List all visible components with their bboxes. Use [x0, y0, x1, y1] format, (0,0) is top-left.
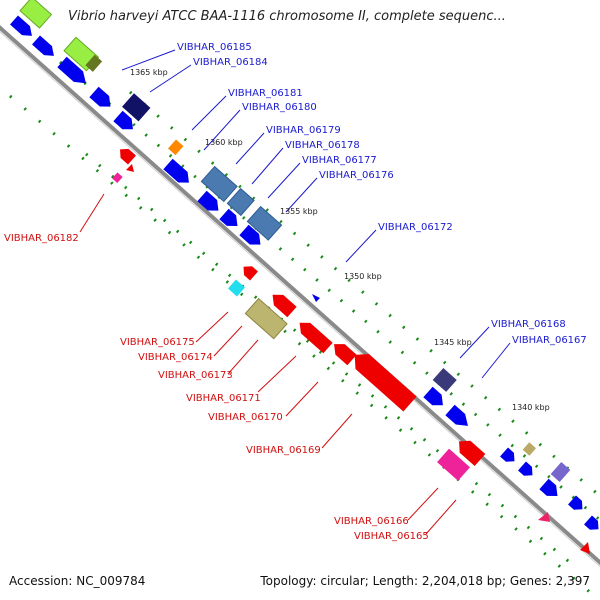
- reverse-label-leaders: [79, 193, 457, 535]
- chromosome-backbone: [0, 25, 600, 566]
- reverse-gene-arrow: [243, 266, 258, 281]
- gene-block: [19, 0, 53, 29]
- forward-gene-labels: VIBHAR_06185 VIBHAR_06184 VIBHAR_06181 V…: [177, 42, 587, 346]
- gene-label-reverse: VIBHAR_06174: [138, 352, 213, 363]
- forward-gene-arrow: [113, 110, 133, 130]
- forward-gene-arrow: [219, 208, 238, 226]
- gene-label-reverse: VIBHAR_06169: [246, 445, 321, 456]
- forward-gene-arrow: [500, 447, 515, 462]
- forward-gene-arrow: [10, 15, 32, 36]
- gene-label-reverse: VIBHAR_06170: [208, 412, 283, 423]
- reverse-gene-track: [112, 148, 590, 554]
- reverse-gene-arrow: [354, 354, 417, 412]
- gene-block: [244, 297, 288, 340]
- gene-block: [85, 54, 103, 72]
- gene-label-forward: VIBHAR_06172: [378, 222, 453, 233]
- forward-gene-arrow: [197, 190, 219, 211]
- gene-label-forward: VIBHAR_06168: [491, 319, 566, 330]
- gene-block: [226, 187, 255, 217]
- gene-label-forward: VIBHAR_06185: [177, 42, 252, 53]
- gene-block: [550, 462, 571, 482]
- reverse-gene-arrow: [459, 440, 486, 466]
- reverse-gene-arrow: [120, 148, 136, 165]
- forward-gene-arrow: [539, 478, 558, 496]
- gene-label-reverse: VIBHAR_06171: [186, 393, 261, 404]
- forward-gene-track: [10, 15, 599, 530]
- forward-gene-arrow: [423, 386, 443, 406]
- forward-label-leaders: [121, 49, 511, 379]
- forward-gene-arrow: [518, 461, 533, 476]
- position-ticks: 1365 kbp 1360 kbp 1355 kbp 1350 kbp 1345…: [130, 68, 550, 412]
- forward-gene-arrow: [445, 404, 468, 426]
- reverse-gene-arrow: [299, 322, 333, 354]
- gene-label-forward: VIBHAR_06179: [266, 125, 341, 136]
- gene-block: [200, 165, 238, 203]
- forward-gene-arrow: [584, 515, 599, 530]
- reverse-gene-arrow: [272, 294, 297, 318]
- gene-label-forward: VIBHAR_06176: [319, 170, 394, 181]
- gene-label-forward: VIBHAR_06178: [285, 140, 360, 151]
- genome-summary: Topology: circular; Length: 2,204,018 bp…: [260, 574, 590, 588]
- gene-label-reverse: VIBHAR_06173: [158, 370, 233, 381]
- reverse-gene-arrow: [334, 344, 357, 366]
- gene-block: [522, 442, 537, 456]
- gene-label-forward: VIBHAR_06177: [302, 155, 377, 166]
- reverse-gene-labels: VIBHAR_06182 VIBHAR_06175 VIBHAR_06174 V…: [4, 233, 429, 542]
- gene-block: [432, 368, 457, 392]
- gene-block: [228, 279, 245, 297]
- gene-label-forward: VIBHAR_06181: [228, 88, 303, 99]
- tick-label: 1340 kbp: [512, 403, 550, 412]
- gene-label-forward: VIBHAR_06180: [242, 102, 317, 113]
- forward-gene-arrow: [568, 495, 583, 510]
- forward-gene-arrow: [32, 35, 54, 56]
- gene-label-reverse: VIBHAR_06165: [354, 531, 429, 542]
- tick-label: 1365 kbp: [130, 68, 168, 77]
- tick-label: 1355 kbp: [280, 207, 318, 216]
- gene-label-reverse: VIBHAR_06182: [4, 233, 79, 244]
- accession-label: Accession: NC_009784: [9, 574, 146, 588]
- gene-block: [437, 448, 470, 481]
- gc-dot-track-outer: [9, 94, 593, 596]
- gene-label-forward: VIBHAR_06184: [193, 57, 268, 68]
- forward-gene-arrow: [57, 56, 86, 84]
- forward-gene-arrow: [89, 86, 111, 107]
- map-title: Vibrio harveyi ATCC BAA-1116 chromosome …: [68, 9, 506, 24]
- gene-label-forward: VIBHAR_06167: [512, 335, 587, 346]
- forward-gene-arrow: [312, 294, 320, 302]
- forward-outer-gene-track: [19, 0, 571, 482]
- forward-gene-arrow: [163, 158, 189, 183]
- reverse-gene-arrow: [580, 542, 590, 554]
- gene-label-reverse: VIBHAR_06175: [120, 337, 195, 348]
- reverse-gene-arrow: [538, 512, 550, 522]
- tick-label: 1350 kbp: [344, 272, 382, 281]
- chromosome-backbone-shadow: [0, 31, 600, 568]
- gene-label-reverse: VIBHAR_06166: [334, 516, 409, 527]
- gene-block: [112, 172, 123, 183]
- gene-block: [246, 205, 283, 241]
- gc-dot-track-upper-2: [129, 90, 600, 498]
- tick-label: 1360 kbp: [205, 138, 243, 147]
- tick-label: 1345 kbp: [434, 338, 472, 347]
- gene-block: [168, 139, 184, 156]
- forward-gene-arrow: [239, 224, 261, 245]
- gene-block: [122, 93, 151, 122]
- reverse-gene-arrow: [126, 164, 134, 172]
